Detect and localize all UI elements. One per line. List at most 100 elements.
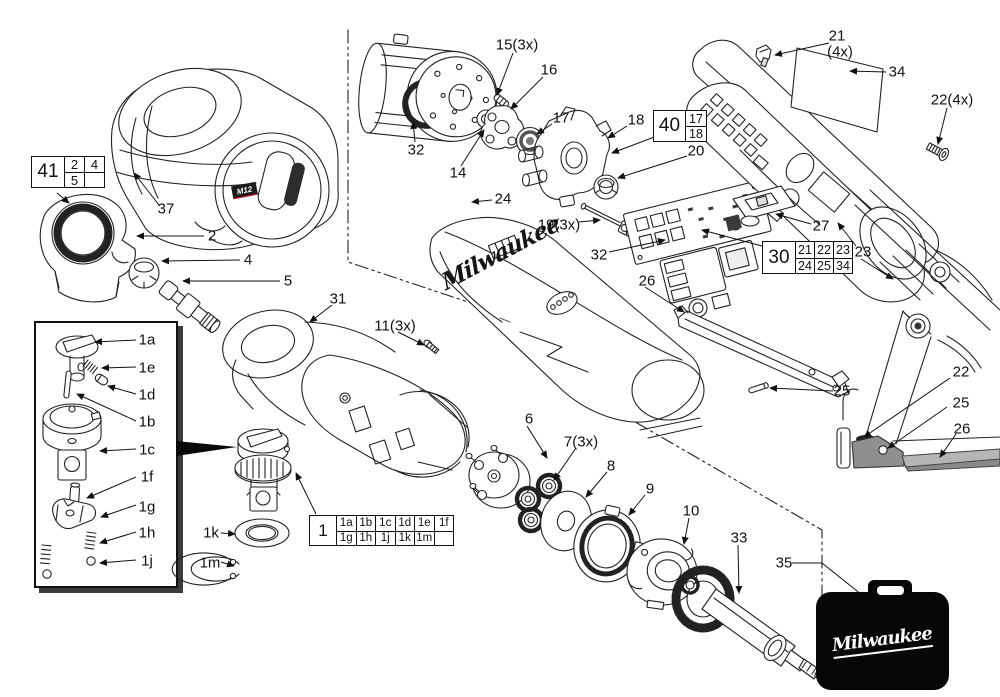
part-32-motor bbox=[355, 31, 503, 146]
part-31-gear-case-body bbox=[215, 301, 469, 477]
callout-7: 7(3x) bbox=[563, 433, 599, 451]
callout-26-detail: 26 bbox=[953, 420, 971, 438]
refbox-41-cell: 4 bbox=[84, 157, 104, 172]
refbox-1-cell: 1g bbox=[336, 530, 356, 545]
refbox-30-cell: 24 bbox=[795, 257, 814, 273]
refbox-41-number: 41 bbox=[37, 161, 59, 182]
callout-1m: 1m bbox=[199, 554, 221, 572]
refbox-30-cell: 23 bbox=[833, 242, 852, 258]
part-6-planet-carrier bbox=[466, 446, 530, 509]
callout-21: 21 bbox=[828, 27, 846, 45]
callout-1b: 1b bbox=[138, 413, 156, 431]
callout-4: 4 bbox=[243, 251, 253, 269]
callout-11: 11(3x) bbox=[374, 317, 416, 335]
callout-1e: 1e bbox=[138, 359, 156, 377]
part-33-spindle-bevel-gear bbox=[676, 570, 822, 679]
part-24-housing-half bbox=[430, 218, 704, 438]
callout-19: 19(3x) bbox=[537, 216, 581, 234]
refbox-41: 41 2 4 5 bbox=[31, 156, 105, 188]
milwaukee-case-logo: Milwaukee bbox=[831, 622, 934, 660]
callout-17: 17 bbox=[552, 109, 570, 127]
callout-32-pcb: 32 bbox=[590, 246, 608, 264]
callout-1g: 1g bbox=[138, 498, 156, 516]
callout-14: 14 bbox=[449, 164, 467, 182]
refbox-1-cell: 1b bbox=[355, 516, 376, 531]
callout-8: 8 bbox=[606, 457, 616, 475]
callout-37: 37 bbox=[157, 200, 175, 218]
refbox-1-cell bbox=[433, 530, 453, 545]
part-26-contact-bracket bbox=[674, 306, 849, 397]
refbox-40: 40 17 18 bbox=[653, 110, 707, 142]
refbox-30-number: 30 bbox=[768, 246, 790, 268]
callout-1h: 1h bbox=[138, 524, 156, 542]
leader-lines bbox=[57, 43, 956, 604]
refbox-1-number: 1 bbox=[318, 520, 328, 540]
callout-5: 5 bbox=[283, 272, 293, 290]
refbox-1-cell: 1m bbox=[414, 530, 434, 545]
callout-18: 18 bbox=[627, 111, 645, 129]
callout-34: 34 bbox=[888, 63, 906, 81]
part-4-nut bbox=[129, 258, 159, 288]
tail-detail-fragment bbox=[837, 311, 1000, 471]
refbox-41-cell: 2 bbox=[64, 157, 84, 172]
part-2-ratchet-head bbox=[40, 194, 135, 301]
part-1-anvil-assembly bbox=[235, 429, 291, 511]
callout-33: 33 bbox=[730, 529, 748, 547]
part-27-button bbox=[733, 186, 795, 226]
callout-1d: 1d bbox=[138, 386, 156, 404]
refbox-30-cell: 22 bbox=[814, 242, 833, 258]
callout-16: 16 bbox=[540, 61, 558, 79]
part-9-ring-gear bbox=[567, 500, 649, 588]
refbox-30-cell: 25 bbox=[814, 257, 833, 273]
part-22-screw-top bbox=[925, 140, 951, 162]
part-20-nut bbox=[594, 175, 618, 199]
callout-32-motor: 32 bbox=[407, 141, 425, 159]
callout-1k: 1k bbox=[203, 524, 219, 542]
callout-26-main: 26 bbox=[638, 272, 656, 290]
part-7-planet-gears bbox=[517, 475, 560, 531]
refbox-30-cell: 34 bbox=[833, 257, 852, 273]
part-1k-washer bbox=[235, 519, 289, 547]
refbox-1-cell: 1c bbox=[375, 516, 395, 531]
part-5-shaft bbox=[157, 278, 224, 336]
callout-35: 35 bbox=[775, 554, 793, 572]
part-21-clip bbox=[756, 45, 771, 67]
case-handle-hole bbox=[877, 586, 904, 595]
refbox-1-cell: 1j bbox=[375, 530, 395, 545]
callout-22-detail: 22 bbox=[952, 363, 970, 381]
callout-25-main: 25 bbox=[833, 382, 851, 400]
callout-23: 23 bbox=[854, 243, 872, 261]
callout-1j: 1j bbox=[141, 552, 153, 570]
refbox-1-cell: 1f bbox=[433, 516, 454, 531]
refbox-30: 30 21 22 23 24 25 34 bbox=[762, 241, 853, 274]
part-11-screw bbox=[422, 339, 439, 355]
callout-9: 9 bbox=[645, 480, 655, 498]
callout-1a: 1a bbox=[138, 331, 156, 349]
callout-27: 27 bbox=[812, 217, 830, 235]
callout-31: 31 bbox=[329, 290, 347, 308]
detail-box-parts bbox=[40, 335, 109, 578]
upper-cover-and-chassis bbox=[687, 40, 1000, 330]
callout-22-4x: 22(4x) bbox=[930, 91, 974, 109]
refbox-40-number: 40 bbox=[658, 115, 681, 136]
callout-20: 20 bbox=[687, 142, 705, 160]
refbox-1-cell: 1a bbox=[336, 516, 356, 531]
refbox-1-cell: 1e bbox=[414, 516, 434, 531]
part-37-housing bbox=[107, 54, 338, 250]
refbox-40-cell: 18 bbox=[685, 126, 706, 141]
refbox-30-cell: 21 bbox=[795, 242, 814, 258]
part-25-pin bbox=[748, 382, 769, 394]
refbox-1: 1 1a 1b 1c 1d 1e 1f 1g 1h 1j 1k 1m bbox=[309, 515, 454, 546]
callout-2: 2 bbox=[207, 227, 217, 245]
part-16-gasket-plate bbox=[481, 106, 524, 149]
callout-1f: 1f bbox=[140, 468, 154, 486]
callout-6: 6 bbox=[524, 410, 534, 428]
sticker-34 bbox=[791, 48, 883, 132]
callout-24: 24 bbox=[494, 190, 512, 208]
refbox-40-cell: 17 bbox=[685, 111, 706, 126]
refbox-1-cell: 1h bbox=[355, 530, 375, 545]
part-35-carry-case: Milwaukee bbox=[816, 592, 949, 690]
refbox-1-cell: 1d bbox=[394, 516, 415, 531]
